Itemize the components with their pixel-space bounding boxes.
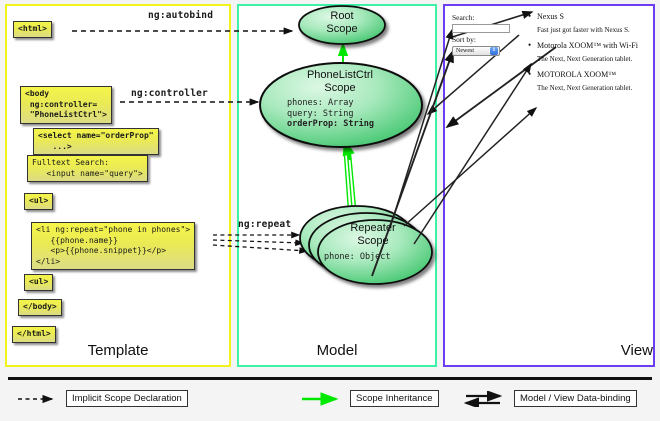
legend-label-implicit: Implicit Scope Declaration bbox=[66, 390, 188, 407]
label-ng-autobind: ng:autobind bbox=[148, 10, 214, 21]
legend: Implicit Scope Declaration Scope Inherit… bbox=[0, 372, 660, 421]
column-label-model: Model bbox=[316, 342, 358, 359]
phone-snippet: Fast just got faster with Nexus S. bbox=[537, 25, 630, 34]
code-box-html-close[interactable]: </html> bbox=[12, 326, 56, 343]
sort-by-selected-value: Newest bbox=[456, 47, 474, 54]
legend-divider bbox=[8, 377, 652, 380]
phone-list: Nexus S Fast just got faster with Nexus … bbox=[528, 11, 650, 99]
search-label: Search: bbox=[452, 13, 475, 22]
legend-item-implicit-scope-declaration: Implicit Scope Declaration bbox=[16, 390, 188, 407]
sort-label: Sort by: bbox=[452, 34, 476, 44]
list-item[interactable]: MOTOROLA XOOM™ The Next, Next Generation… bbox=[528, 69, 650, 92]
column-label-template: Template bbox=[87, 342, 149, 359]
code-box-fulltext-search[interactable]: Fulltext Search: <input name="query"> bbox=[27, 155, 148, 183]
column-label-view: View bbox=[620, 342, 653, 359]
legend-item-model-view-databinding: Model / View Data-binding bbox=[464, 390, 637, 407]
phone-name: MOTOROLA XOOM™ bbox=[528, 69, 650, 80]
code-box-li-repeat[interactable]: <li ng:repeat="phone in phones"> {{phone… bbox=[31, 222, 196, 271]
double-arrow-icon bbox=[464, 390, 503, 407]
code-box-html-open[interactable]: <html> bbox=[13, 21, 52, 38]
view-search-form: Search: Sort by: Newest ⇕ bbox=[452, 13, 524, 56]
chevron-updown-icon: ⇕ bbox=[490, 46, 498, 55]
dashed-arrow-icon bbox=[18, 394, 54, 403]
legend-item-scope-inheritance: Scope Inheritance bbox=[300, 390, 439, 407]
code-box-select[interactable]: <select name="orderProp" ...> bbox=[33, 128, 159, 156]
code-box-ul-open[interactable]: <ul> bbox=[24, 193, 54, 210]
label-ng-repeat: ng:repeat bbox=[238, 219, 292, 230]
legend-label-inheritance: Scope Inheritance bbox=[350, 390, 439, 407]
label-ng-controller: ng:controller bbox=[131, 88, 208, 99]
column-model: Model bbox=[237, 4, 437, 367]
search-input[interactable] bbox=[452, 23, 510, 33]
phone-name: Motorola XOOM™ with Wi-Fi bbox=[528, 40, 650, 51]
phone-name: Nexus S bbox=[528, 11, 650, 22]
list-item[interactable]: Motorola XOOM™ with Wi-Fi The Next, Next… bbox=[528, 40, 650, 63]
phone-snippet: The Next, Next Generation tablet. bbox=[537, 54, 633, 63]
code-box-body-close[interactable]: </body> bbox=[18, 299, 62, 316]
phone-snippet: The Next, Next Generation tablet. bbox=[537, 83, 633, 92]
code-box-ul-close[interactable]: <ul> bbox=[24, 274, 54, 291]
sort-by-select[interactable]: Newest ⇕ bbox=[452, 45, 500, 56]
green-arrow-icon bbox=[302, 391, 339, 406]
legend-label-databinding: Model / View Data-binding bbox=[514, 390, 637, 407]
list-item[interactable]: Nexus S Fast just got faster with Nexus … bbox=[528, 11, 650, 34]
code-box-body-open[interactable]: <body ng:controller= "PhoneListCtrl"> bbox=[20, 86, 112, 124]
